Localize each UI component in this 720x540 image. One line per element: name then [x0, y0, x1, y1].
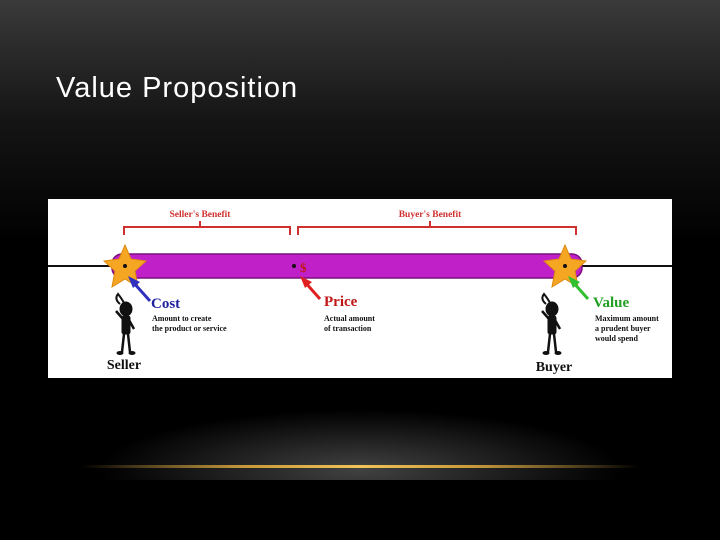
value-point	[563, 264, 567, 268]
buyers-benefit-bracket	[297, 221, 577, 235]
price-label: Price	[324, 294, 358, 310]
cost-label: Cost	[151, 296, 180, 312]
cost-desc-line1: Amount to create	[152, 314, 212, 323]
value-desc-line1: Maximum amount	[595, 314, 659, 323]
sellers-benefit-bracket	[123, 221, 291, 235]
seller-label: Seller	[107, 358, 141, 373]
sellers-benefit-label: Seller's Benefit	[170, 210, 232, 220]
cost-arrow	[128, 276, 152, 303]
price-arrow	[300, 276, 322, 300]
slide-title: Value Proposition	[56, 72, 299, 104]
buyer-label: Buyer	[536, 360, 573, 375]
price-desc-line1: Actual amount	[324, 314, 375, 323]
buyer-figure-icon	[541, 292, 562, 355]
bottom-glow	[0, 400, 720, 480]
gold-divider	[80, 465, 640, 468]
cost-desc-line2: the product or service	[152, 324, 227, 333]
value-arrow	[568, 276, 590, 300]
value-label: Value	[593, 295, 629, 311]
price-point	[292, 264, 296, 268]
value-desc-line3: would spend	[595, 334, 638, 343]
value-desc-line2: a prudent buyer	[595, 324, 651, 333]
price-marker: $	[300, 260, 307, 275]
value-proposition-diagram: Seller's Benefit Buyer's Benefit $ Cost …	[48, 199, 672, 378]
seller-figure-icon	[115, 292, 136, 355]
cost-point	[123, 264, 127, 268]
buyers-benefit-label: Buyer's Benefit	[399, 210, 462, 220]
price-desc-line2: of transaction	[324, 324, 372, 333]
benefit-bar	[111, 253, 583, 279]
